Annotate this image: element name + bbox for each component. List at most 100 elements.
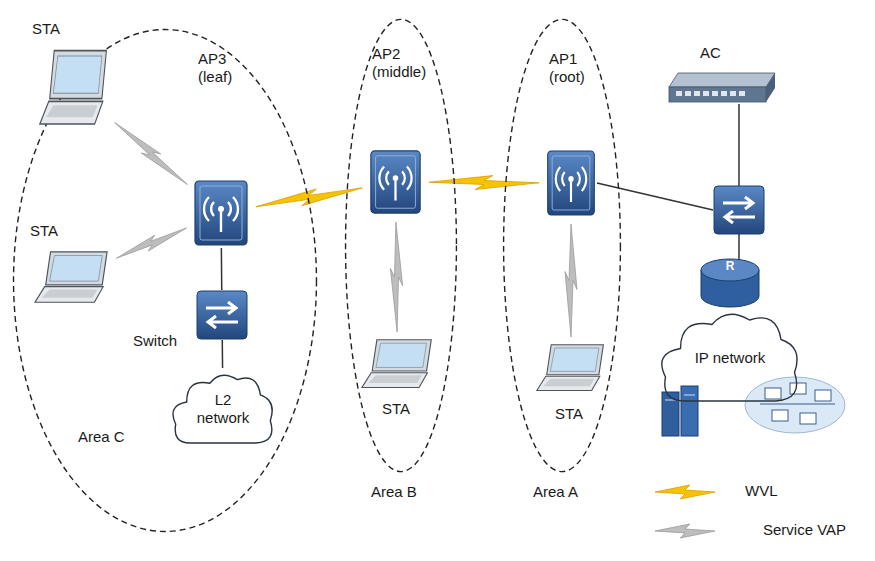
router-mark: R (700, 259, 760, 273)
laptop-node: STA (535, 343, 607, 393)
device-label: Switch (133, 332, 177, 350)
ap-body (371, 151, 420, 213)
area-outline (503, 18, 621, 473)
laptop-keys (46, 105, 97, 117)
laptop-icon (38, 48, 110, 128)
ac-port (712, 91, 718, 96)
ac-side (766, 73, 775, 102)
pc-icon (800, 413, 816, 424)
area-ellipse (346, 19, 457, 471)
service-vap-link (390, 222, 402, 332)
laptop-base (35, 287, 103, 303)
switch-icon (196, 290, 248, 340)
switch-icon (714, 186, 764, 234)
laptop-lid (50, 51, 107, 99)
device-label: STA (30, 222, 58, 240)
device-label: AP3 (leaf) (198, 50, 254, 86)
ap-face (552, 156, 590, 210)
laptop-lid (372, 340, 431, 371)
lan-wire (760, 404, 835, 405)
server-slot (684, 395, 695, 396)
pc-icon (790, 383, 806, 394)
link-line (222, 340, 224, 368)
ethernet-wire (738, 104, 740, 186)
ac-port (676, 91, 682, 96)
device-label: STA (555, 405, 583, 423)
cloud-label: L2 network (188, 391, 258, 427)
area-label: Area B (371, 483, 417, 501)
ethernet-wire (597, 183, 713, 210)
ap-antenna (218, 206, 224, 212)
laptop-lid (46, 252, 107, 285)
server-box (681, 386, 698, 436)
laptop-icon (360, 338, 435, 390)
ac-top (669, 73, 775, 87)
area-node: Area C STA AP3 (leaf) STA Switch L2 network (12, 28, 318, 533)
service-vap-link (565, 224, 577, 337)
laptop-keys (42, 289, 98, 297)
laptop-screen (550, 348, 599, 371)
ac-port (739, 91, 745, 96)
cloud-node: L2 network (168, 368, 278, 450)
ethernet-wire (738, 234, 740, 260)
laptop-keys (368, 375, 421, 383)
ap-icon (545, 148, 597, 218)
router-top (701, 259, 759, 281)
area-node: Area BAP2 (middle)STA (345, 18, 457, 473)
legend-vap-sample (655, 524, 715, 538)
laptop-screen (50, 256, 103, 282)
service-vap-link (115, 123, 188, 185)
server-box (662, 392, 679, 436)
area-node: Area AAP1 (root)STA (503, 18, 621, 473)
ap-face (376, 156, 416, 208)
ap-node: AP2 (middle) (368, 148, 423, 216)
laptop-screen (376, 343, 427, 367)
ap-body (195, 181, 247, 245)
legend-wvl-sample (655, 485, 715, 499)
device-label: STA (382, 400, 410, 418)
switch-body (197, 291, 247, 339)
ac-front (669, 87, 766, 102)
ethernet-link (221, 248, 222, 290)
wvl-link (429, 176, 539, 190)
ac-port (685, 91, 691, 96)
link-line (221, 248, 223, 290)
ac-port (694, 91, 700, 96)
ethernet-link (222, 340, 223, 368)
switch-arrows (206, 302, 238, 328)
switch-arrows (723, 197, 755, 223)
pc-icon (772, 410, 788, 421)
device-label: AP2 (middle) (372, 45, 447, 81)
laptop-base (537, 376, 600, 390)
ap-face (200, 186, 242, 240)
ac-device (668, 72, 776, 104)
area-label: Area A (533, 483, 578, 501)
ap-antenna (393, 175, 399, 181)
cloud-label: IP network (695, 349, 766, 367)
laptop-node: STA (360, 338, 435, 390)
ac-port (721, 91, 727, 96)
ap-body (548, 151, 595, 215)
lightning-bolt (429, 176, 539, 190)
ac-port (703, 91, 709, 96)
device-label: AC (700, 44, 721, 62)
router-node: R (700, 258, 760, 308)
laptop-keys (543, 379, 594, 387)
laptop-icon (535, 343, 607, 393)
cloud-path (173, 375, 272, 443)
ac-port (730, 91, 736, 96)
legend-label: WVL (745, 482, 778, 500)
lan-group (745, 377, 845, 433)
ap-icon (368, 148, 423, 216)
legend-label: Service VAP (763, 521, 846, 539)
ap-icon (192, 178, 250, 248)
area-label: Area C (78, 428, 125, 446)
pc-icon (765, 388, 781, 399)
ap-waves (556, 167, 586, 202)
ap-waves (204, 197, 238, 232)
ap-node: AP3 (leaf) (192, 178, 250, 248)
cloud-path (662, 314, 797, 401)
pc-icon (815, 390, 831, 401)
laptop-node: STA (33, 250, 111, 305)
